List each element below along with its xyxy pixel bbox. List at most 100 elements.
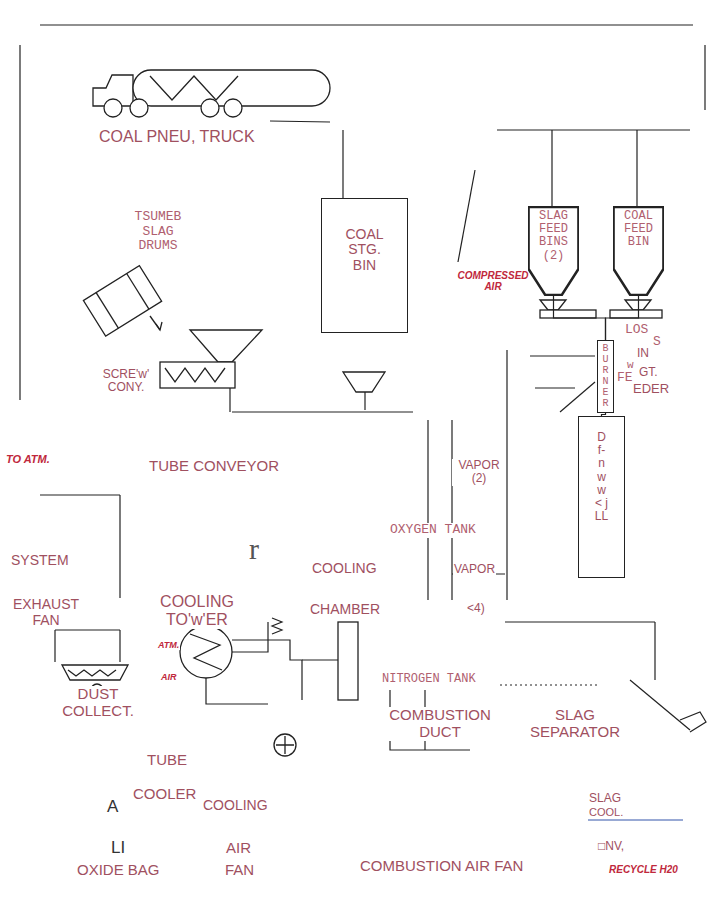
- node-label: BURNER: [601, 343, 611, 409]
- pipe-line: [427, 420, 428, 600]
- hopper-symbol: [160, 362, 235, 388]
- pipe-line: [680, 712, 706, 732]
- label-text: OXYGEN TANK: [389, 523, 477, 538]
- drum-symbol: [83, 266, 162, 337]
- hopper-symbol: [610, 310, 662, 318]
- label-text: EDER: [632, 382, 670, 397]
- pipe-line: [119, 495, 120, 598]
- drum-symbol: [96, 293, 118, 329]
- pipe-line: [530, 355, 595, 356]
- label-text: SLAG SEPARATOR: [522, 707, 628, 741]
- drum-symbol: [83, 266, 161, 337]
- label-text: LI: [110, 838, 126, 857]
- label-text: A: [106, 797, 119, 816]
- pipe-line: [206, 678, 268, 704]
- label-text: SLAG: [588, 792, 622, 805]
- truck-symbol: [93, 70, 330, 117]
- label-text: AIR: [160, 672, 178, 682]
- label-text: GT.: [638, 366, 659, 379]
- pipe-line: [302, 659, 338, 660]
- frame-line: [19, 45, 20, 400]
- node-label: D f- n w w < j LL: [594, 431, 610, 523]
- fan-symbol: [274, 734, 296, 756]
- cooling-tower-symbol: [180, 626, 232, 678]
- fan-symbol: [274, 734, 296, 756]
- label-text: NITROGEN TANK: [381, 673, 477, 686]
- storage-bin: COAL STG. BIN: [321, 198, 408, 333]
- underline-mark: [588, 820, 683, 821]
- label-text: FAN: [224, 862, 255, 879]
- pipe-line: [364, 392, 365, 410]
- pipe-line: [560, 382, 595, 412]
- label-text: DUST COLLECT.: [50, 686, 146, 720]
- label-text: RECYCLE H20: [608, 864, 679, 875]
- pipe-line: [654, 622, 655, 680]
- label-text: AIR: [225, 840, 252, 857]
- hopper-symbol: [160, 300, 662, 392]
- label-text: <4): [466, 602, 486, 615]
- pipe-line: [458, 170, 475, 262]
- label-text: COMPRESSED AIR: [447, 270, 539, 292]
- label-text: □NV,: [597, 840, 625, 853]
- cooling-tower-symbol: [190, 634, 222, 670]
- frame-line: [40, 24, 693, 25]
- label-text: COOLING: [311, 561, 378, 577]
- pipe-line: [551, 130, 552, 206]
- label-text: EXHAUST FAN: [4, 597, 88, 628]
- dust-collector-symbol: [68, 670, 116, 676]
- pipe-line: [505, 621, 655, 622]
- label-text: COOL.: [588, 806, 624, 818]
- label-text: CHAMBER: [309, 602, 381, 618]
- truck-symbol: [130, 99, 148, 117]
- label-text: COAL PNEU, TRUCK: [98, 128, 256, 146]
- pipe-line: [229, 388, 230, 412]
- underline-mark: [588, 820, 683, 821]
- label-text: TUBE: [146, 752, 188, 769]
- cooling-chamber-symbol: [338, 622, 358, 700]
- cooling-chamber-symbol: [338, 622, 358, 700]
- pipe-line: [506, 350, 507, 600]
- pipe-line: [232, 640, 302, 700]
- label-text: COMBUSTION AIR FAN: [359, 858, 524, 875]
- pipe-line: [40, 121, 706, 750]
- hopper-symbol: [165, 368, 225, 382]
- drum-symbol: [156, 322, 162, 330]
- label-text: VAPOR: [453, 563, 496, 576]
- label-text: OXIDE BAG: [76, 862, 161, 879]
- label-text: IN: [636, 347, 650, 360]
- dust-collector-symbol: [62, 665, 128, 680]
- truck-symbol: [224, 99, 242, 117]
- label-text: SYSTEM: [10, 553, 70, 569]
- furnace-box: D f- n w w < j LL: [578, 416, 625, 578]
- pipe-line: [232, 411, 413, 412]
- label-text: LOS: [624, 323, 649, 338]
- label-text: ATM.: [157, 640, 180, 650]
- pipe-line: [342, 130, 343, 198]
- drum-symbol: [83, 266, 161, 337]
- pipe-line: [535, 387, 575, 388]
- flow-line: [554, 296, 606, 340]
- label-text: SCRE'w' CONY.: [94, 368, 158, 395]
- pipe-line: [40, 494, 120, 495]
- label-text: w: [626, 359, 635, 371]
- label-text: VAPOR (2): [452, 459, 506, 486]
- truck-symbol: [104, 99, 122, 117]
- truck-symbol: [201, 99, 219, 117]
- frame-line: [704, 45, 705, 110]
- node-label: COAL FEED BIN: [617, 210, 661, 250]
- pipe-line: [270, 121, 330, 122]
- hopper-symbol: [343, 372, 385, 392]
- label-text: COOLING TO'w'ER: [148, 593, 246, 629]
- pipe-line: [630, 680, 690, 730]
- label-text: COOLING: [202, 798, 269, 814]
- pipe-line: [497, 129, 690, 130]
- label-text: S: [652, 335, 662, 350]
- label-text: r: [248, 532, 260, 566]
- hopper-symbol: [540, 310, 596, 318]
- dotted-line: [500, 685, 600, 686]
- bin-outline: [529, 207, 579, 295]
- cooling-tower-symbol: [180, 626, 232, 678]
- burner-box: BURNER: [597, 340, 614, 413]
- pipe-line: [55, 629, 120, 630]
